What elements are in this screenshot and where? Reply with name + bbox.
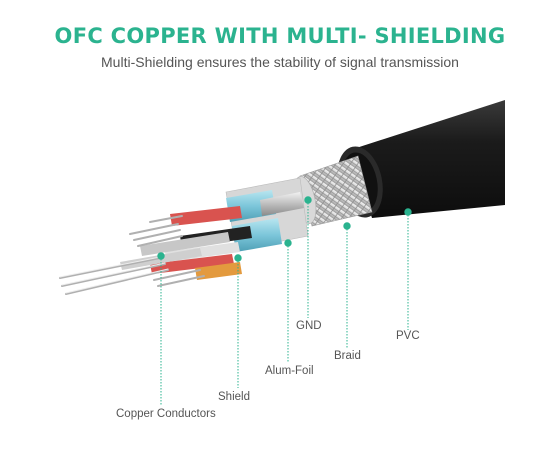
label-copper-conductors: Copper Conductors bbox=[116, 408, 216, 420]
label-alum-foil: Alum-Foil bbox=[265, 365, 314, 377]
label-shield: Shield bbox=[218, 391, 250, 403]
callout-leaders bbox=[157, 196, 412, 406]
copper-conductors bbox=[59, 206, 252, 295]
label-gnd: GND bbox=[296, 320, 322, 332]
shield-marker bbox=[234, 254, 242, 262]
gnd-marker bbox=[304, 196, 312, 204]
subheadline: Multi-Shielding ensures the stability of… bbox=[101, 54, 459, 70]
headline: OFC COPPER WITH MULTI- SHIELDING bbox=[54, 24, 506, 48]
label-braid: Braid bbox=[334, 350, 361, 362]
copper-marker bbox=[157, 252, 165, 260]
braid-marker bbox=[343, 222, 351, 230]
alum-foil-marker bbox=[284, 239, 292, 247]
label-pvc: PVC bbox=[396, 330, 420, 342]
pvc-marker bbox=[404, 208, 412, 216]
